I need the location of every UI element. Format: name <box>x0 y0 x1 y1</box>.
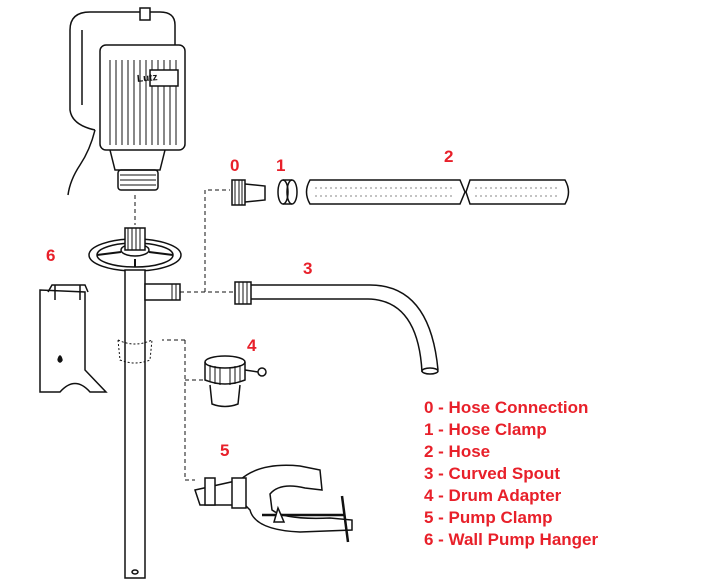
lutz-logo: Lutz <box>136 72 158 85</box>
assembly-guide-lines <box>134 189 235 481</box>
pump-clamp-drawing <box>194 464 353 543</box>
hose-clamp-drawing <box>277 179 298 205</box>
legend-item: 2 - Hose <box>424 442 491 461</box>
label-curved-spout: 3 <box>303 259 313 278</box>
hose-connection-drawing <box>231 179 266 206</box>
motor-drawing <box>67 7 186 196</box>
hose-drawing <box>305 179 570 205</box>
legend-item: 4 - Drum Adapter <box>424 486 562 505</box>
pump-tube-drawing <box>88 227 182 579</box>
legend-item: 0 - Hose Connection <box>424 398 589 417</box>
legend-item: 1 - Hose Clamp <box>424 420 547 439</box>
curved-spout-drawing <box>234 281 439 375</box>
legend-item: 3 - Curved Spout <box>424 464 561 483</box>
legend-item: 6 - Wall Pump Hanger <box>424 530 599 549</box>
legend-item: 5 - Pump Clamp <box>424 508 553 527</box>
label-hose: 2 <box>444 147 454 166</box>
parts-legend: 0 - Hose Connection 1 - Hose Clamp 2 - H… <box>424 397 598 551</box>
label-hose-connection: 0 <box>230 156 240 175</box>
drum-adapter-drawing <box>204 355 267 408</box>
label-wall-pump-hanger: 6 <box>46 246 56 265</box>
label-hose-clamp: 1 <box>276 156 286 175</box>
wall-pump-hanger-drawing <box>39 284 108 393</box>
label-drum-adapter: 4 <box>247 336 257 355</box>
label-pump-clamp: 5 <box>220 441 230 460</box>
